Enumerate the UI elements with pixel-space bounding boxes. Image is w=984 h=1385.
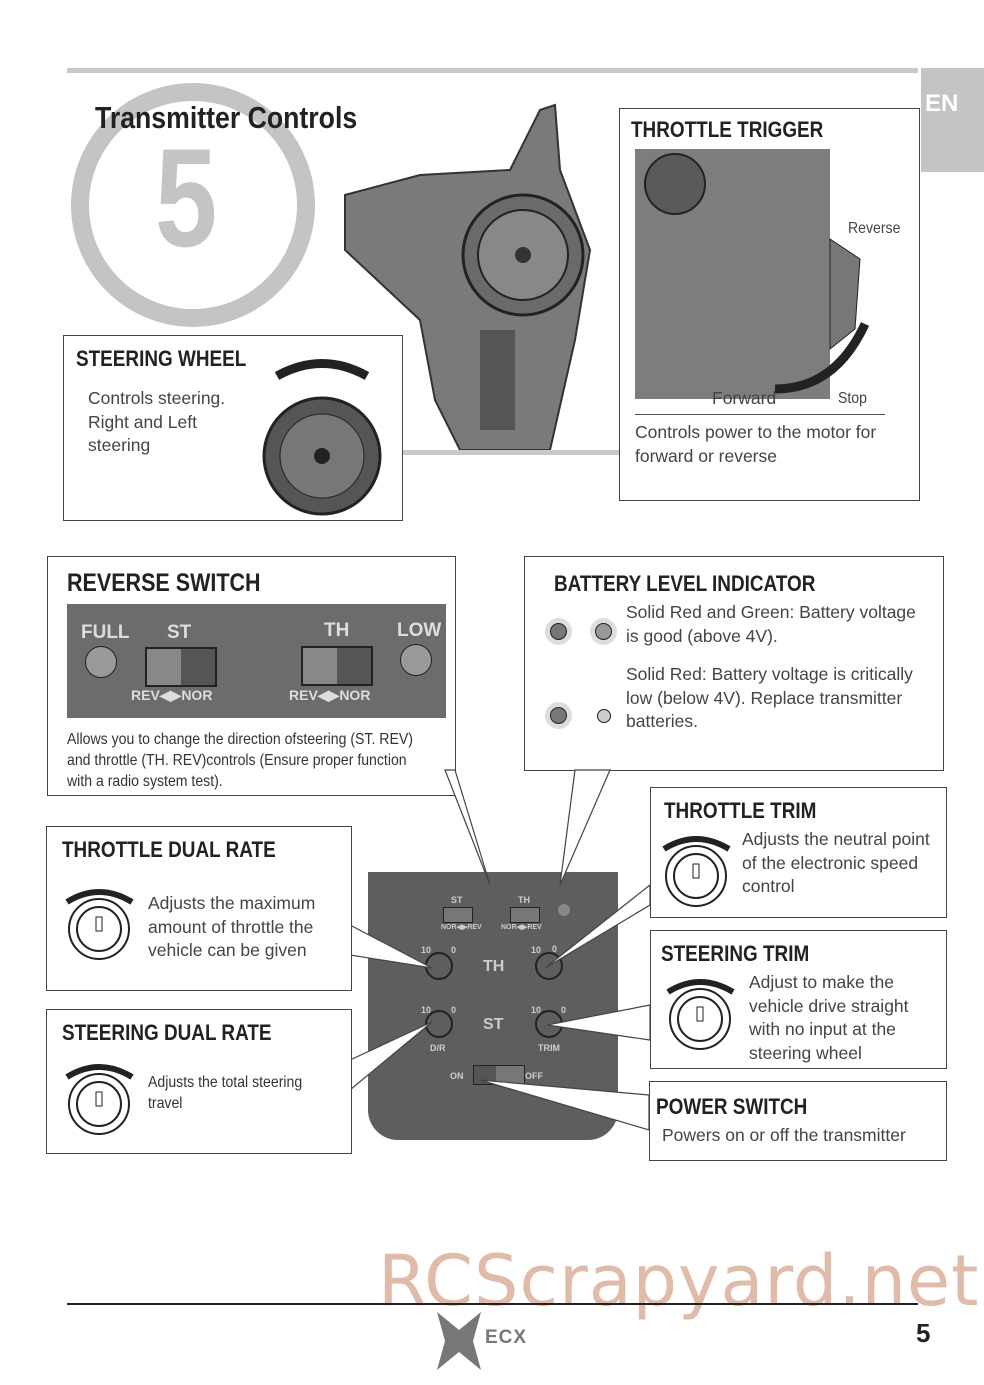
dial-icon xyxy=(666,979,735,1050)
throttle-trigger-illustration xyxy=(635,149,870,399)
full-led xyxy=(85,646,117,678)
st-rev-nor-label: REV◀▶NOR xyxy=(131,687,213,703)
steering-wheel-title: STEERING WHEEL xyxy=(76,346,247,371)
throttle-dual-rate-description: Adjusts the maximum amount of throttle t… xyxy=(148,893,316,960)
forward-label: Forward xyxy=(712,388,777,408)
panel-scale-label: 10 xyxy=(531,1005,542,1015)
section-number: 5 xyxy=(155,119,218,276)
steering-dual-rate-description: Adjusts the total steering travel xyxy=(148,1074,303,1112)
dial-icon xyxy=(65,889,134,960)
throttle-trim-description: Adjusts the neutral point of the electro… xyxy=(742,829,930,896)
throttle-trim-box: THROTTLE TRIM Adjusts the neutral point … xyxy=(650,787,947,918)
panel-scale-label: 0 xyxy=(451,945,457,955)
throttle-trigger-description: Controls power to the motor for forward … xyxy=(635,422,877,466)
panel-trim-label: TRIM xyxy=(538,1043,560,1053)
reverse-switch-description: Allows you to change the direction ofste… xyxy=(67,731,413,790)
low-label: LOW xyxy=(397,620,442,641)
panel-scale-label: 10 xyxy=(531,945,542,955)
steering-wheel-box: STEERING WHEEL Controls steering. Right … xyxy=(63,335,403,521)
language-tab: EN xyxy=(921,68,984,172)
th-rev-nor-label: REV◀▶NOR xyxy=(289,687,371,703)
reverse-switch-title: REVERSE SWITCH xyxy=(67,569,261,597)
dial-icon xyxy=(65,1064,134,1135)
st-reverse-switch[interactable] xyxy=(145,647,217,687)
steering-dual-rate-title: STEERING DUAL RATE xyxy=(62,1020,272,1045)
panel-led xyxy=(558,904,570,916)
low-led xyxy=(400,644,432,676)
panel-th-big-label: TH xyxy=(483,958,505,975)
throttle-trim-title: THROTTLE TRIM xyxy=(664,798,817,823)
panel-th-label: TH xyxy=(518,895,530,905)
bottom-rule xyxy=(67,1303,918,1305)
panel-st-big-label: ST xyxy=(483,1016,504,1033)
page-number: 5 xyxy=(916,1318,931,1348)
th-reverse-switch[interactable] xyxy=(301,646,373,686)
panel-nor-rev-label: NOR◀▶REV xyxy=(441,924,482,931)
panel-off-label: OFF xyxy=(525,1071,543,1081)
ecx-logo-icon xyxy=(437,1312,481,1370)
led-red-low-icon xyxy=(550,707,567,724)
reverse-label: Reverse xyxy=(848,220,901,237)
st-label: ST xyxy=(167,622,192,643)
throttle-dual-rate-box: THROTTLE DUAL RATE Adjusts the maximum a… xyxy=(46,826,352,991)
panel-scale-label: 0 xyxy=(552,944,558,954)
panel-st-switch[interactable] xyxy=(443,907,473,923)
throttle-dual-rate-title: THROTTLE DUAL RATE xyxy=(62,837,276,862)
reverse-switch-panel: FULL ST TH LOW REV◀▶NOR REV◀▶NOR xyxy=(67,604,446,718)
reverse-switch-box: REVERSE SWITCH FULL ST TH LOW REV◀▶NOR R… xyxy=(47,556,456,796)
panel-st-label: ST xyxy=(451,895,463,905)
transmitter-illustration xyxy=(344,103,630,455)
panel-scale-label: 0 xyxy=(451,1005,457,1015)
watermark: RCScrapyard.net xyxy=(378,1240,980,1322)
led-green-icon xyxy=(595,623,612,640)
throttle-trigger-title: THROTTLE TRIGGER xyxy=(631,117,824,142)
throttle-trigger-box: THROTTLE TRIGGER Reverse Forward Stop Co… xyxy=(619,108,920,501)
language-label: EN xyxy=(925,90,959,117)
battery-low-text: Solid Red: Battery voltage is critically… xyxy=(626,664,913,731)
dial-icon xyxy=(662,836,731,907)
battery-indicator-box: BATTERY LEVEL INDICATOR Solid Red and Gr… xyxy=(524,556,944,771)
full-label: FULL xyxy=(81,622,130,643)
page-title: Transmitter Controls xyxy=(95,100,358,135)
steering-trim-title: STEERING TRIM xyxy=(661,941,810,966)
brand-logo-text: ECX xyxy=(485,1327,528,1348)
panel-dr-label: D/R xyxy=(430,1043,446,1053)
battery-title: BATTERY LEVEL INDICATOR xyxy=(554,571,816,596)
panel-th-switch[interactable] xyxy=(510,907,540,923)
steering-wheel-icon xyxy=(262,359,382,516)
steering-trim-description: Adjust to make the vehicle drive straigh… xyxy=(749,972,909,1063)
steering-trim-box: STEERING TRIM Adjust to make the vehicle… xyxy=(650,930,947,1069)
led-red-icon xyxy=(550,623,567,640)
top-rule xyxy=(67,68,918,73)
panel-nor-rev-label: NOR◀▶REV xyxy=(501,924,542,931)
steering-dual-rate-knob[interactable] xyxy=(425,1010,453,1038)
panel-on-label: ON xyxy=(450,1071,464,1081)
divider xyxy=(635,414,885,415)
power-switch-title: POWER SWITCH xyxy=(656,1094,808,1119)
section-circle-icon xyxy=(71,83,315,327)
battery-good-text: Solid Red and Green: Battery voltage is … xyxy=(626,602,916,646)
panel-scale-label: 10 xyxy=(421,945,432,955)
stop-label: Stop xyxy=(838,390,867,407)
th-label: TH xyxy=(324,620,350,641)
power-switch-description: Powers on or off the transmitter xyxy=(662,1125,906,1145)
power-switch-box: POWER SWITCH Powers on or off the transm… xyxy=(649,1081,947,1161)
panel-scale-label: 10 xyxy=(421,1005,432,1015)
panel-scale-label: 0 xyxy=(561,1005,567,1015)
throttle-trim-knob[interactable] xyxy=(535,952,563,980)
steering-dual-rate-box: STEERING DUAL RATE Adjusts the total ste… xyxy=(46,1009,352,1154)
steering-wheel-description: Controls steering. Right and Left steeri… xyxy=(88,388,226,455)
led-off-icon xyxy=(597,709,611,723)
